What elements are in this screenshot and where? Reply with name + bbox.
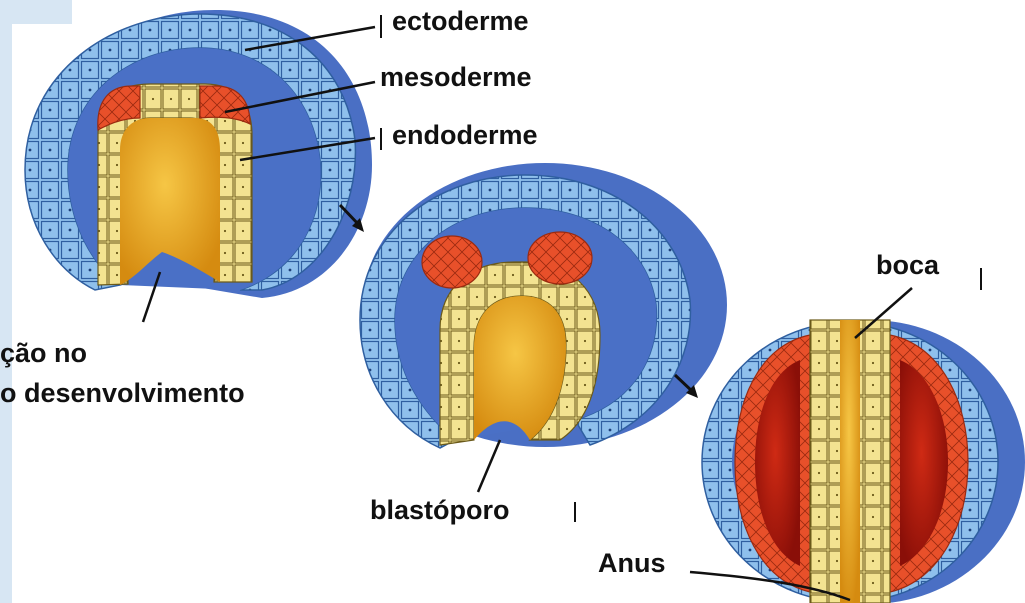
embryo3-gut-lumen (840, 320, 860, 603)
label-blastopore: blastóporo (370, 495, 510, 525)
embryo-stage-2 (360, 163, 727, 448)
label-anus: Anus (598, 548, 666, 578)
label-ectoderm: ectoderme (392, 6, 529, 36)
label-mouth: boca (876, 250, 939, 280)
caption-line-1: ção no (0, 338, 87, 368)
label-mesoderm: mesoderme (380, 62, 532, 92)
embryo2-mesoderm-left (422, 236, 482, 288)
caption-line-2: o desenvolvimento (0, 378, 245, 408)
blastopore-pointer (478, 440, 500, 492)
embryo2-mesoderm-right (528, 232, 592, 284)
embryo-stage-3 (702, 320, 1025, 603)
embryo-stage-1 (25, 10, 372, 298)
label-endoderm: endoderme (392, 120, 538, 150)
